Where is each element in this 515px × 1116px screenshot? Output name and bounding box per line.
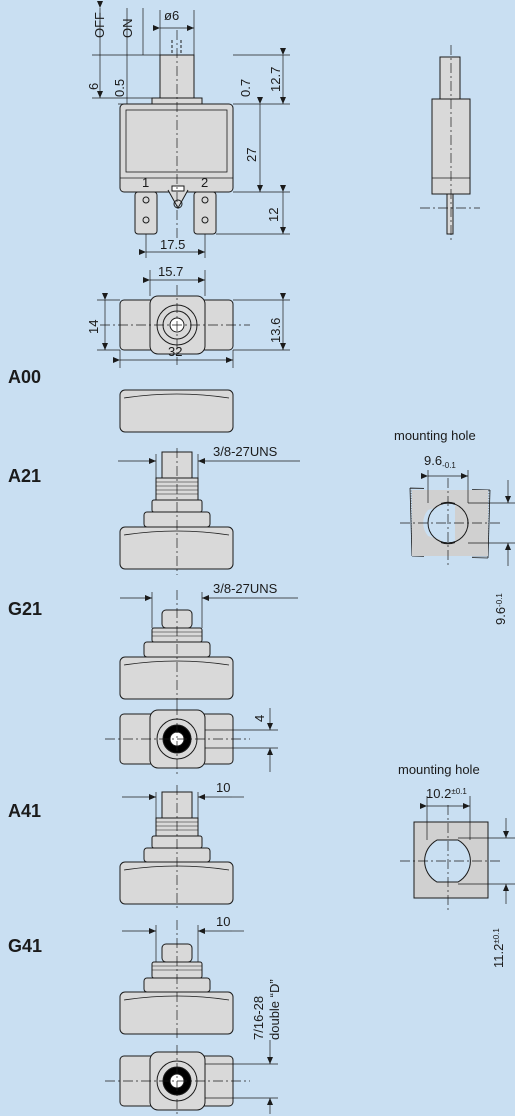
side-view: [420, 45, 480, 240]
plan-view: [97, 270, 290, 368]
mh2-height: 11.2±0.1: [491, 928, 506, 968]
variant-a41-drawing: [119, 785, 244, 910]
mounting-hole-label-1: mounting hole: [394, 428, 476, 443]
mounting-hole-1-drawing: [400, 470, 515, 568]
variant-label-a41: A41: [8, 801, 42, 821]
dim-27: 27: [244, 148, 259, 162]
dim-175: 17.5: [160, 237, 185, 252]
thread-a21: 3/8-27UNS: [213, 444, 278, 459]
terminal-2: 2: [201, 175, 208, 190]
dim-05: 0.5: [112, 79, 127, 97]
thread-g21: 3/8-27UNS: [213, 581, 278, 596]
mh2-width: 10.2±0.1: [426, 786, 467, 801]
front-view: [92, 1, 290, 258]
dim-dia6: ø6: [164, 8, 179, 23]
mounting-hole-2-drawing: [400, 796, 515, 910]
variant-label-g41: G41: [8, 936, 43, 956]
variant-label-a21: A21: [8, 466, 42, 486]
label-on: ON: [120, 19, 135, 39]
variant-label-g21: G21: [8, 599, 43, 619]
dim-12: 12: [266, 208, 281, 222]
dim-157: 15.7: [158, 264, 183, 279]
mh1-height: 9.6-0.1: [493, 593, 508, 625]
thread-g41-line2: double “D”: [267, 979, 282, 1040]
dim-136: 13.6: [268, 318, 283, 343]
terminal-1: 1: [142, 175, 149, 190]
dim-6: 6: [86, 83, 101, 90]
dim-10-a41: 10: [216, 780, 230, 795]
variant-g41-drawing: [105, 920, 278, 1114]
mh1-width: 9.6-0.1: [424, 453, 456, 470]
variant-g21-drawing: [105, 590, 298, 775]
dim-127: 12.7: [268, 67, 283, 92]
thread-g41-line1: 7/16-28: [251, 996, 266, 1040]
dim-32: 32: [168, 344, 182, 359]
variant-a00-drawing: [119, 389, 234, 433]
label-off: OFF: [92, 12, 107, 38]
variant-a21-drawing: [118, 448, 300, 575]
dim-14: 14: [86, 320, 101, 334]
variant-label-a00: A00: [8, 367, 42, 387]
dim-10-g41: 10: [216, 914, 230, 929]
dim-4: 4: [252, 715, 267, 722]
dim-07: 0.7: [238, 79, 253, 97]
mounting-hole-label-2: mounting hole: [398, 762, 480, 777]
